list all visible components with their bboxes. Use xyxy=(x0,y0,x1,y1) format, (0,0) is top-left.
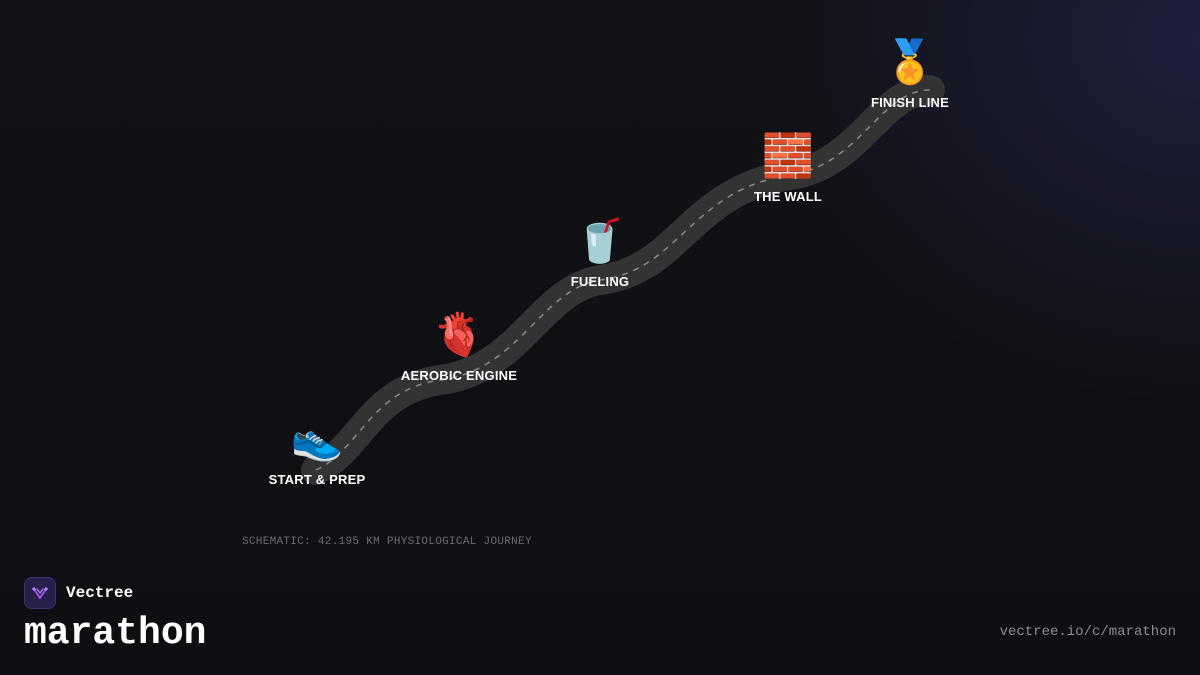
cup-with-straw-icon: 🥤 xyxy=(573,216,627,265)
milestone-label: FINISH LINE xyxy=(870,95,950,110)
milestone-label: AEROBIC ENGINE xyxy=(400,368,518,383)
page-title: marathon xyxy=(24,612,207,655)
milestone-finish-line: 🏅 FINISH LINE xyxy=(810,37,1010,110)
milestone-the-wall: 🧱 THE WALL xyxy=(688,131,888,204)
brick-wall-icon: 🧱 xyxy=(761,131,815,180)
milestone-label: THE WALL xyxy=(753,189,823,204)
milestone-fueling: 🥤 FUELING xyxy=(500,216,700,289)
medal-icon: 🏅 xyxy=(883,37,937,86)
anatomical-heart-icon: 🫀 xyxy=(432,310,486,359)
brand-block[interactable]: Vectree xyxy=(24,577,133,609)
brand-name: Vectree xyxy=(66,584,134,602)
milestone-start-prep: 👟 START & PREP xyxy=(217,414,417,487)
running-shoe-icon: 👟 xyxy=(290,414,344,463)
milestone-aerobic-engine: 🫀 AEROBIC ENGINE xyxy=(359,310,559,383)
milestone-label: FUELING xyxy=(570,274,630,289)
milestone-label: START & PREP xyxy=(268,472,366,487)
road-center-line xyxy=(315,89,931,471)
source-url[interactable]: vectree.io/c/marathon xyxy=(999,624,1176,640)
vectree-logo-icon xyxy=(24,577,56,609)
diagram-caption: SCHEMATIC: 42.195 KM PHYSIOLOGICAL JOURN… xyxy=(242,536,532,548)
